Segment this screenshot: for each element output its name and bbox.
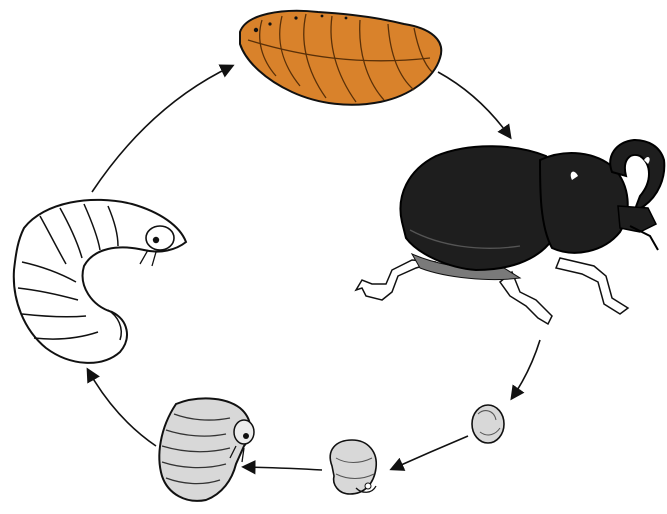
larva-icon xyxy=(159,398,254,500)
egg-icon xyxy=(472,405,504,443)
arrow-mature-larva-to-pupa xyxy=(92,66,232,192)
arrow-egg-to-young-larva xyxy=(392,436,468,469)
arrow-pupa-to-adult xyxy=(438,72,510,137)
arrow-adult-to-egg xyxy=(512,340,540,398)
young-larva-icon xyxy=(330,440,376,494)
pupa-icon xyxy=(240,11,441,105)
mature-larva-icon xyxy=(14,200,186,363)
arrow-young-larva-to-larva xyxy=(244,467,322,470)
rhinoceros-beetle-icon xyxy=(356,140,664,324)
arrow-larva-to-mature-larva xyxy=(88,370,156,446)
